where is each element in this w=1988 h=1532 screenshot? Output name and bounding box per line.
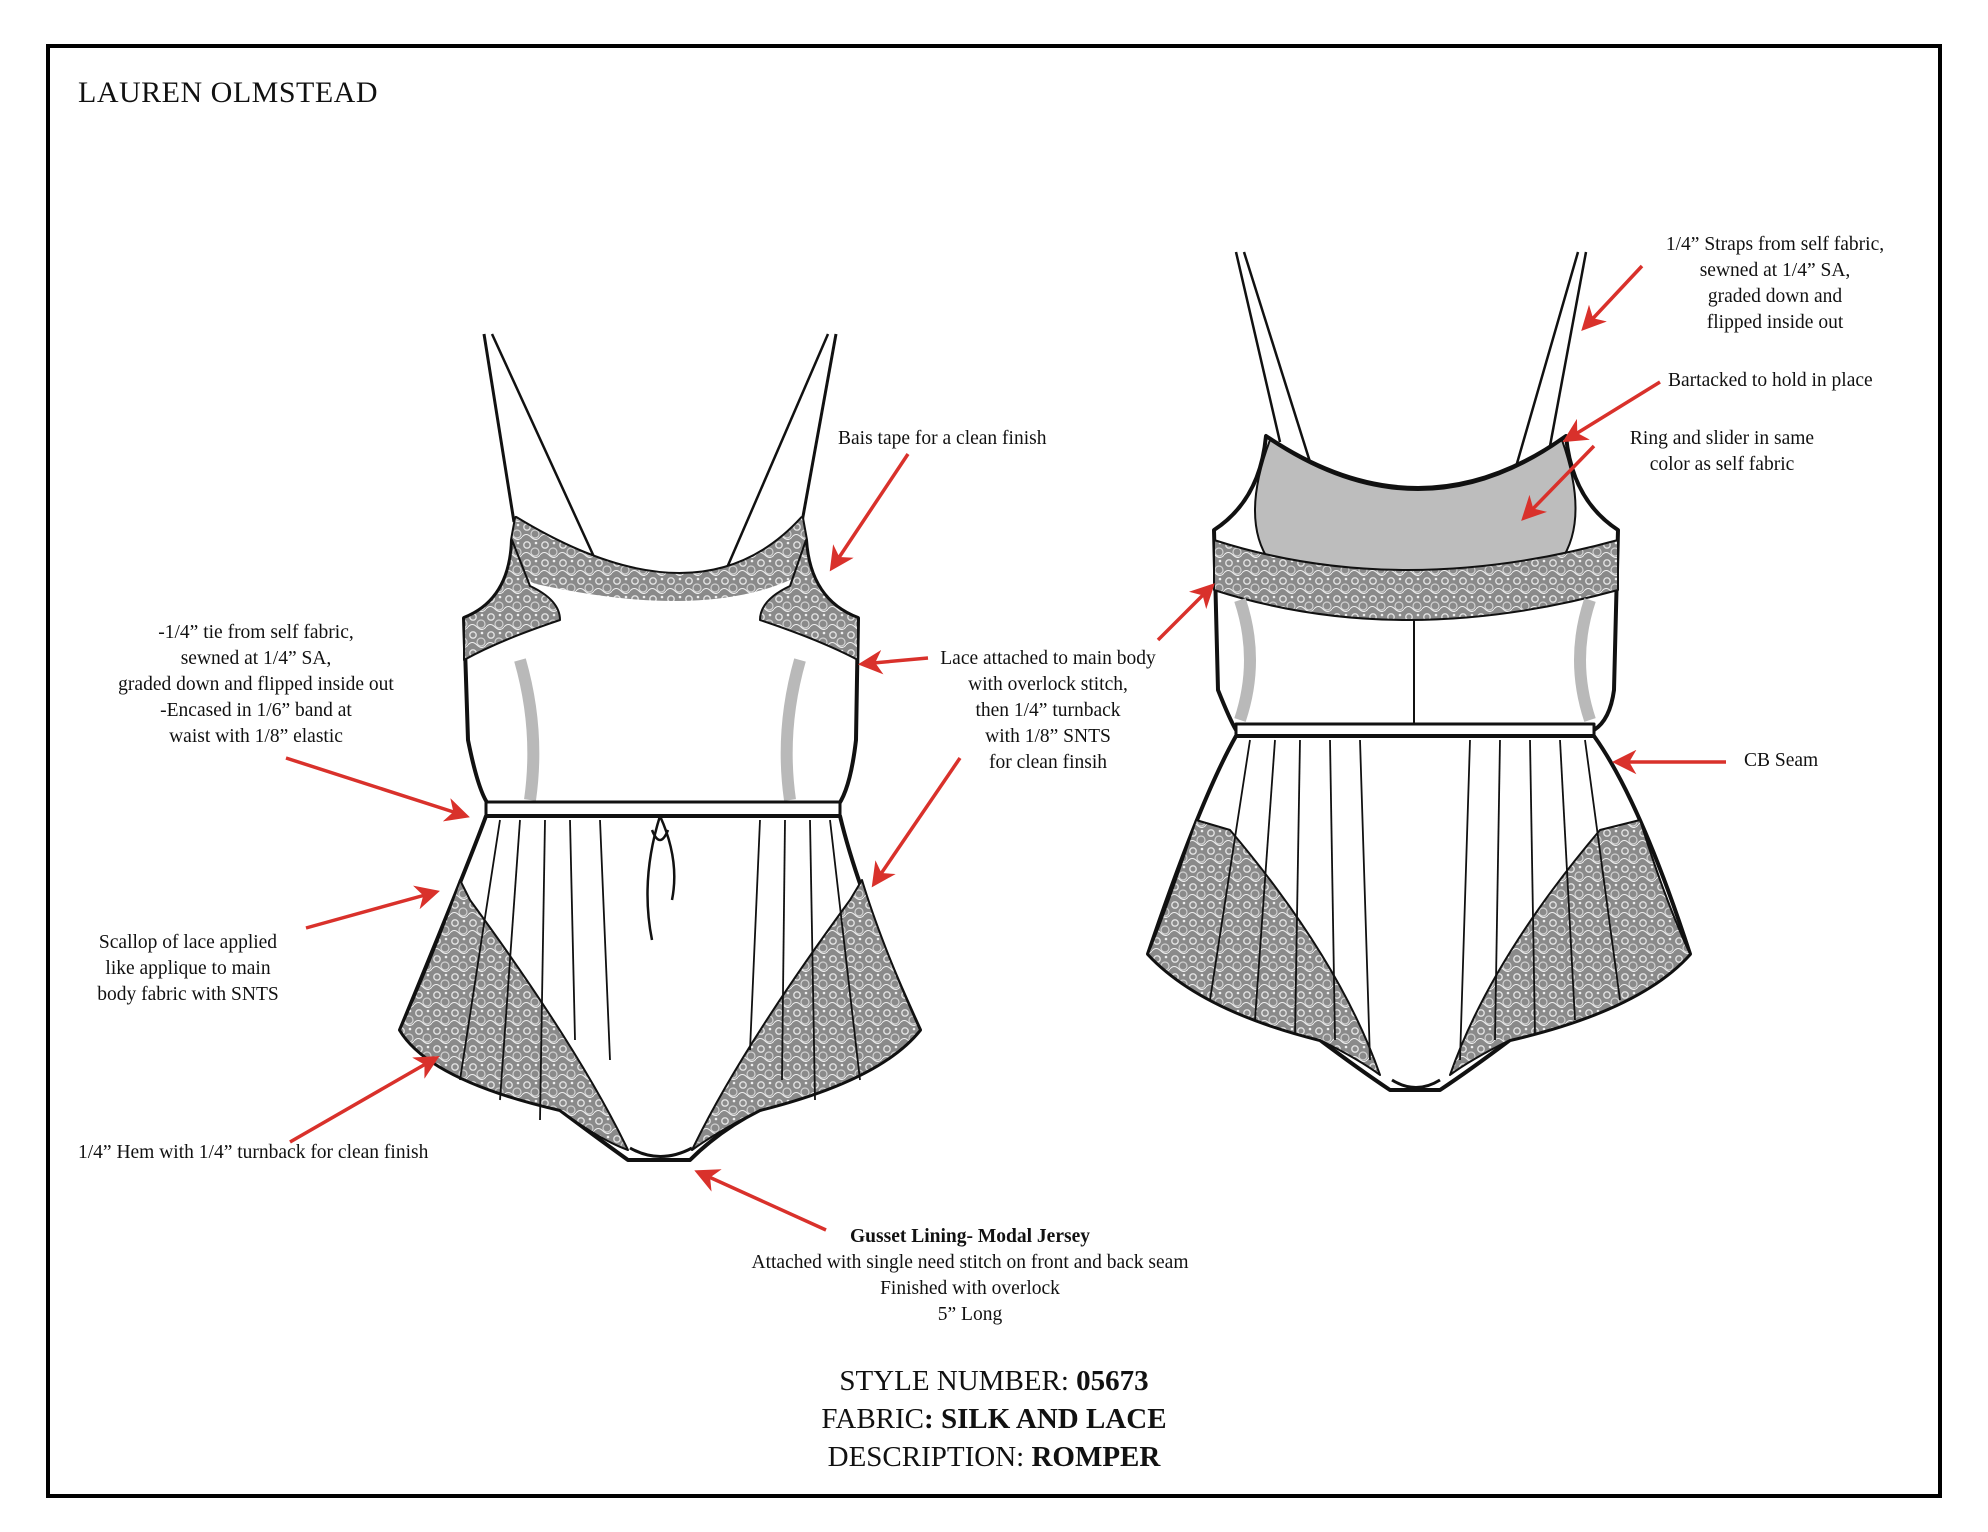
red-arrow-icon xyxy=(305,885,440,930)
front-view xyxy=(398,333,922,1162)
style-number-row: STYLE NUMBER: 05673 xyxy=(839,1365,1149,1397)
red-arrow-icon xyxy=(1562,380,1661,443)
red-arrow-icon xyxy=(694,1169,827,1232)
note-tie: -1/4” tie from self fabric, sewned at 1/… xyxy=(118,622,394,747)
gusset-title: Gusset Lining- Modal Jersey xyxy=(850,1226,1090,1247)
description-row: DESCRIPTION: ROMPER xyxy=(827,1441,1161,1473)
note-straps: 1/4” Straps from self fabric, sewned at … xyxy=(1665,234,1885,333)
red-arrow-icon xyxy=(1521,444,1596,521)
note-bias-tape: Bais tape for a clean finish xyxy=(838,428,1047,449)
sheet-border xyxy=(46,44,1942,1498)
red-arrow-icon xyxy=(857,649,929,675)
note-cb-seam: CB Seam xyxy=(1744,750,1819,771)
note-scallop: Scallop of lace applied like applique to… xyxy=(97,932,279,1005)
fabric-row: FABRIC: SILK AND LACE xyxy=(821,1403,1167,1435)
red-arrow-icon xyxy=(1156,583,1215,642)
note-gusset: Gusset Lining- Modal Jersey Attached wit… xyxy=(751,1226,1189,1325)
back-view xyxy=(1146,251,1692,1092)
red-arrow-icon xyxy=(289,1055,440,1144)
note-bartack: Bartacked to hold in place xyxy=(1668,370,1873,391)
red-arrow-icon xyxy=(871,757,962,888)
red-arrow-icon xyxy=(1581,264,1644,331)
spec-block: STYLE NUMBER: 05673 FABRIC: SILK AND LAC… xyxy=(0,1362,1988,1476)
annotation-arrows xyxy=(285,264,1726,1232)
note-ring-slider: Ring and slider in same color as self fa… xyxy=(1629,428,1815,475)
red-arrow-icon xyxy=(285,756,470,822)
designer-name: LAUREN OLMSTEAD xyxy=(78,76,378,109)
note-hem: 1/4” Hem with 1/4” turnback for clean fi… xyxy=(78,1142,429,1163)
red-arrow-icon xyxy=(829,453,910,572)
note-lace-attached: Lace attached to main body with overlock… xyxy=(940,648,1156,773)
